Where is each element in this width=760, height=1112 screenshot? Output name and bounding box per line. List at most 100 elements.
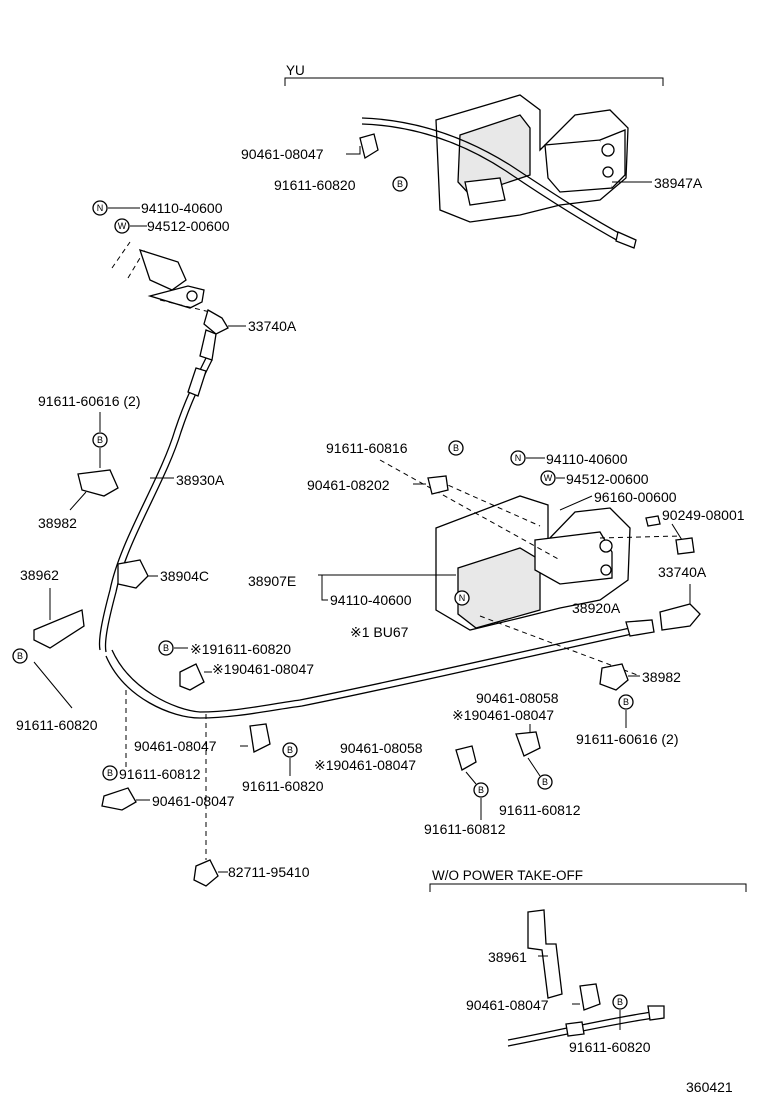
svg-text:N: N (97, 203, 104, 213)
wo-pto-section-title: W/O POWER TAKE-OFF (432, 868, 583, 883)
housing-assembly (379, 459, 681, 677)
yu-bolt-label: 91611-60820 (274, 177, 356, 193)
washer-right-label: 94512-00600 (566, 471, 649, 487)
nut-right-callout: N 94110-40600 (510, 450, 628, 467)
clamp-058-right-label: 90461-08058 (476, 690, 559, 706)
bolt-816-callout: 91611-60816 B (326, 440, 464, 456)
lever-end-right-callout: 33740A (658, 564, 707, 631)
clamp-38982-right-callout: 38982 (599, 663, 681, 691)
cable-label: 38930A (176, 472, 225, 488)
bracket-38920-label: 38920A (572, 600, 621, 616)
note-bolt-label: ※191611-60820 (190, 641, 291, 657)
cable-callout: 38930A (150, 472, 225, 488)
wo-clamp-label: 90461-08047 (466, 997, 549, 1013)
bolt-616-top-label: 91611-60616 (2) (38, 393, 140, 409)
lever-end-top-callout: 33740A (228, 318, 297, 334)
bolt-616-right-callout: B 91611-60616 (2) (576, 694, 678, 747)
grommet-callout: 38904C (117, 559, 209, 589)
bolt-mid-label: 91611-60820 (242, 778, 324, 794)
bolt-812-mid-label: 91611-60812 (424, 821, 506, 837)
washer-right-callout: W 94512-00600 (540, 470, 649, 487)
svg-text:W: W (544, 473, 553, 483)
bolt-812-right-label: 91611-60812 (499, 802, 581, 818)
clamp-icon (599, 663, 629, 691)
bolt-812-left-label: 91611-60812 (119, 766, 201, 782)
svg-text:B: B (163, 643, 169, 653)
note-bu67: ※1 BU67 (350, 624, 409, 640)
clamp-icon (515, 731, 541, 757)
lever-assembly-top (111, 241, 229, 361)
nut-icon (454, 590, 470, 606)
housing-nut-label: 94110-40600 (330, 592, 412, 608)
yu-bolt-callout: 91611-60820 B (274, 176, 408, 193)
bracket-38961-label: 38961 (488, 949, 527, 965)
washer-icon (114, 218, 130, 234)
main-cable (98, 357, 655, 719)
yu-section: YU 90461-08047 91611-60820 B 38 (241, 63, 703, 249)
lever-end-right-label: 33740A (658, 564, 707, 580)
clip-82711-callout: 82711-95410 (193, 859, 310, 887)
bolt-icon (102, 765, 118, 781)
bolt-icon (12, 648, 28, 664)
pin-96160-callout: 96160-00600 (559, 489, 677, 511)
svg-text:B: B (107, 768, 113, 778)
pin-90249-callout: 90249-08001 (645, 507, 745, 555)
lever-end-icon (659, 603, 701, 631)
nut-top-label: 94110-40600 (141, 200, 223, 216)
nut-top-callout: N 94110-40600 (92, 200, 223, 216)
housing-callout: 38907E 94110-40600 N (248, 573, 470, 608)
washer-top-callout: W 94512-00600 (114, 218, 230, 234)
clip-icon (193, 859, 219, 887)
yu-section-title: YU (286, 63, 305, 78)
svg-text:B: B (17, 651, 23, 661)
note-bolt-callout: B ※191611-60820 (158, 640, 291, 657)
clamp-mid-callout: 90461-08047 B 91611-60820 (134, 723, 324, 794)
nut-right-label: 94110-40600 (546, 451, 628, 467)
clamp-icon (101, 787, 137, 811)
yu-assembly (361, 94, 637, 249)
pin-icon (645, 515, 661, 527)
svg-text:B: B (453, 443, 459, 453)
bracket-38920-callout: 38920A (572, 600, 621, 616)
bracket-38961-icon (527, 909, 563, 999)
clip-icon (427, 475, 449, 495)
svg-text:B: B (623, 697, 629, 707)
bolt-icon (448, 440, 464, 456)
bolt-icon (158, 640, 174, 656)
clamp-058-mid-label: 90461-08058 (340, 740, 423, 756)
note-clamp-label: ※190461-08047 (212, 661, 314, 677)
clamp-note-mid-label: ※190461-08047 (314, 757, 416, 773)
bolt-816-label: 91611-60816 (326, 440, 408, 456)
pin-90249-label: 90249-08001 (662, 507, 745, 523)
svg-text:B: B (397, 179, 403, 189)
svg-text:B: B (542, 777, 548, 787)
bolt-icon (392, 176, 408, 192)
yu-clamp-icon (359, 133, 379, 160)
clip-202-label: 90461-08202 (307, 477, 390, 493)
svg-text:N: N (515, 453, 522, 463)
clamp-38982-left-label: 38982 (38, 515, 77, 531)
pin-96160-label: 96160-00600 (594, 489, 677, 505)
wo-pto-section: W/O POWER TAKE-OFF 38961 90461-08047 B 9… (429, 868, 747, 1055)
svg-text:B: B (287, 745, 293, 755)
clamp-icon (249, 723, 271, 753)
svg-text:N: N (459, 593, 466, 603)
yu-bracket-callout: 38947A (612, 175, 703, 191)
bolt-icon (612, 994, 628, 1010)
bolt-616-top-callout: 91611-60616 (2) B (38, 393, 140, 468)
clamp-icon (455, 745, 477, 771)
clip-202-callout: 90461-08202 (307, 475, 449, 495)
clamp-icon (179, 663, 205, 691)
clamp-38982-left-callout: 38982 (38, 469, 119, 531)
clamp-icon (579, 983, 601, 1011)
yu-clamp-label: 90461-08047 (241, 146, 324, 162)
housing-label: 38907E (248, 573, 296, 589)
bolt-icon (537, 774, 553, 790)
bracket-38962-label: 38962 (20, 567, 59, 583)
clamp-058-mid-callout: 90461-08058 ※190461-08047 B 91611-60812 (314, 740, 506, 837)
washer-top-label: 94512-00600 (147, 218, 230, 234)
svg-text:W: W (118, 221, 127, 231)
yu-clamp-callout: 90461-08047 (241, 133, 379, 162)
